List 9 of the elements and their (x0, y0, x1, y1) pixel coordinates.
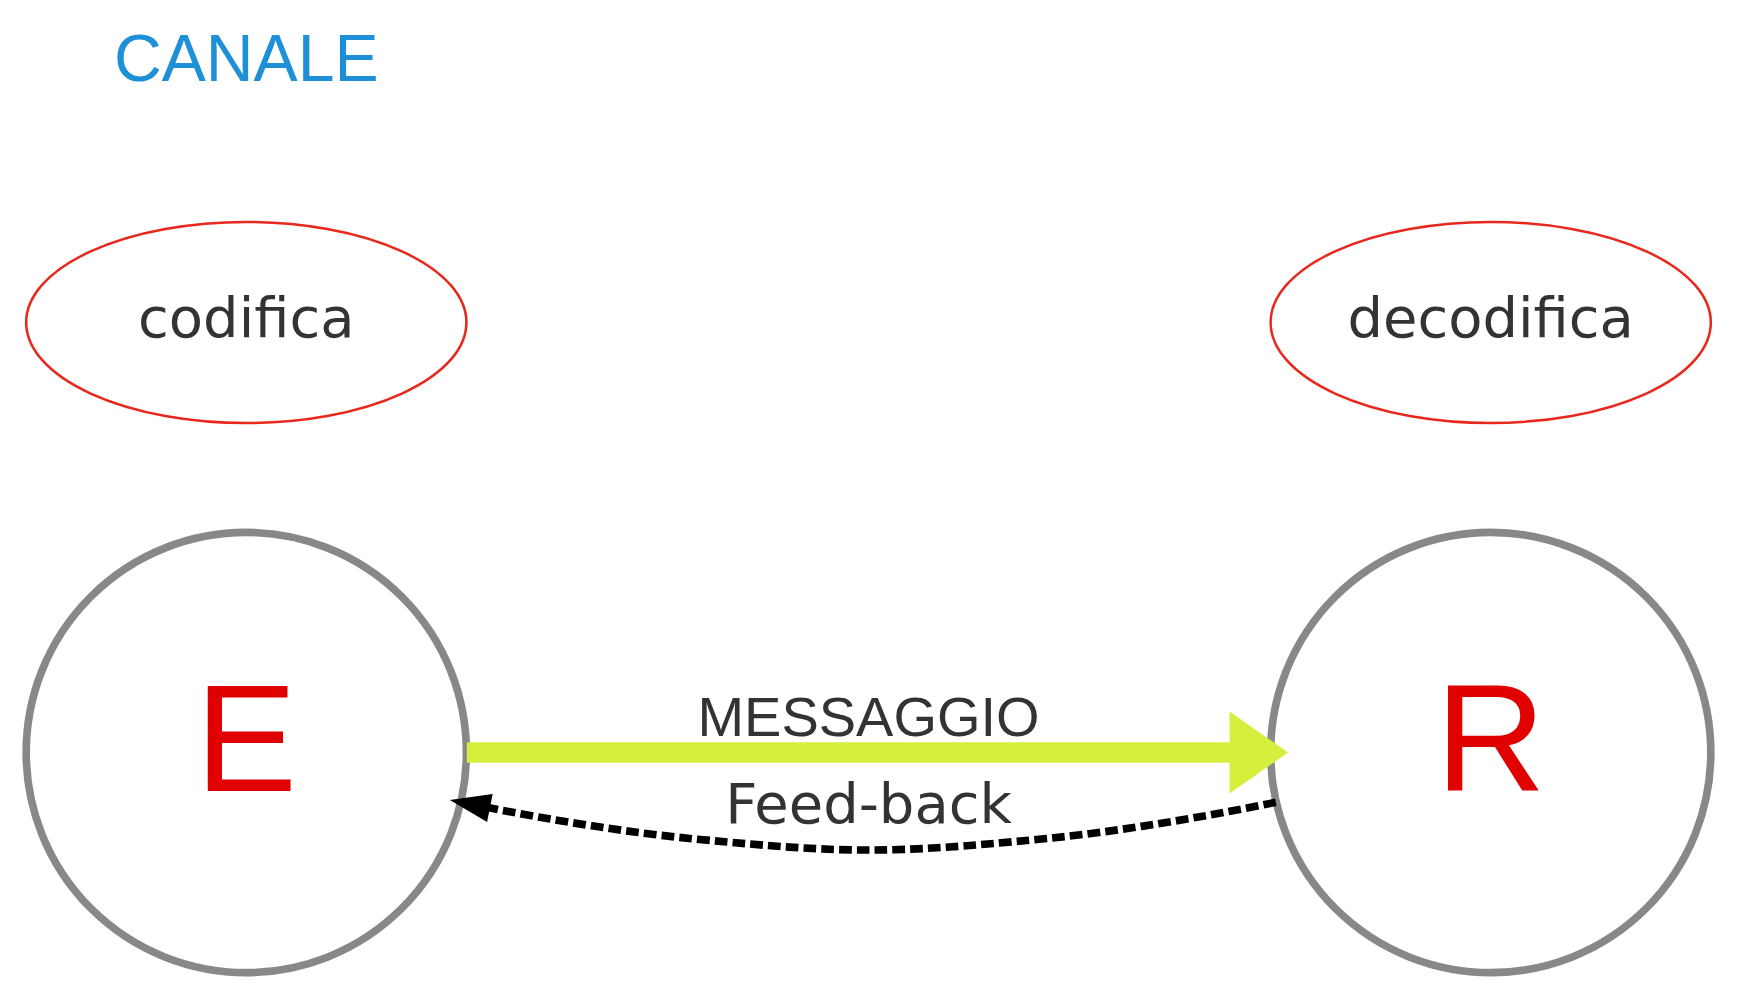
node-ellipse: codifica (24, 220, 468, 425)
edge-label: Feed-back (725, 770, 1012, 836)
edge-label: MESSAGGIO (697, 685, 1040, 749)
label: CANALE (113, 21, 379, 96)
node-circle: R (1266, 528, 1715, 977)
arrow (449, 794, 1277, 854)
node-circle: E (22, 528, 471, 977)
arrow (466, 711, 1289, 794)
node-ellipse: decodifica (1269, 220, 1713, 425)
